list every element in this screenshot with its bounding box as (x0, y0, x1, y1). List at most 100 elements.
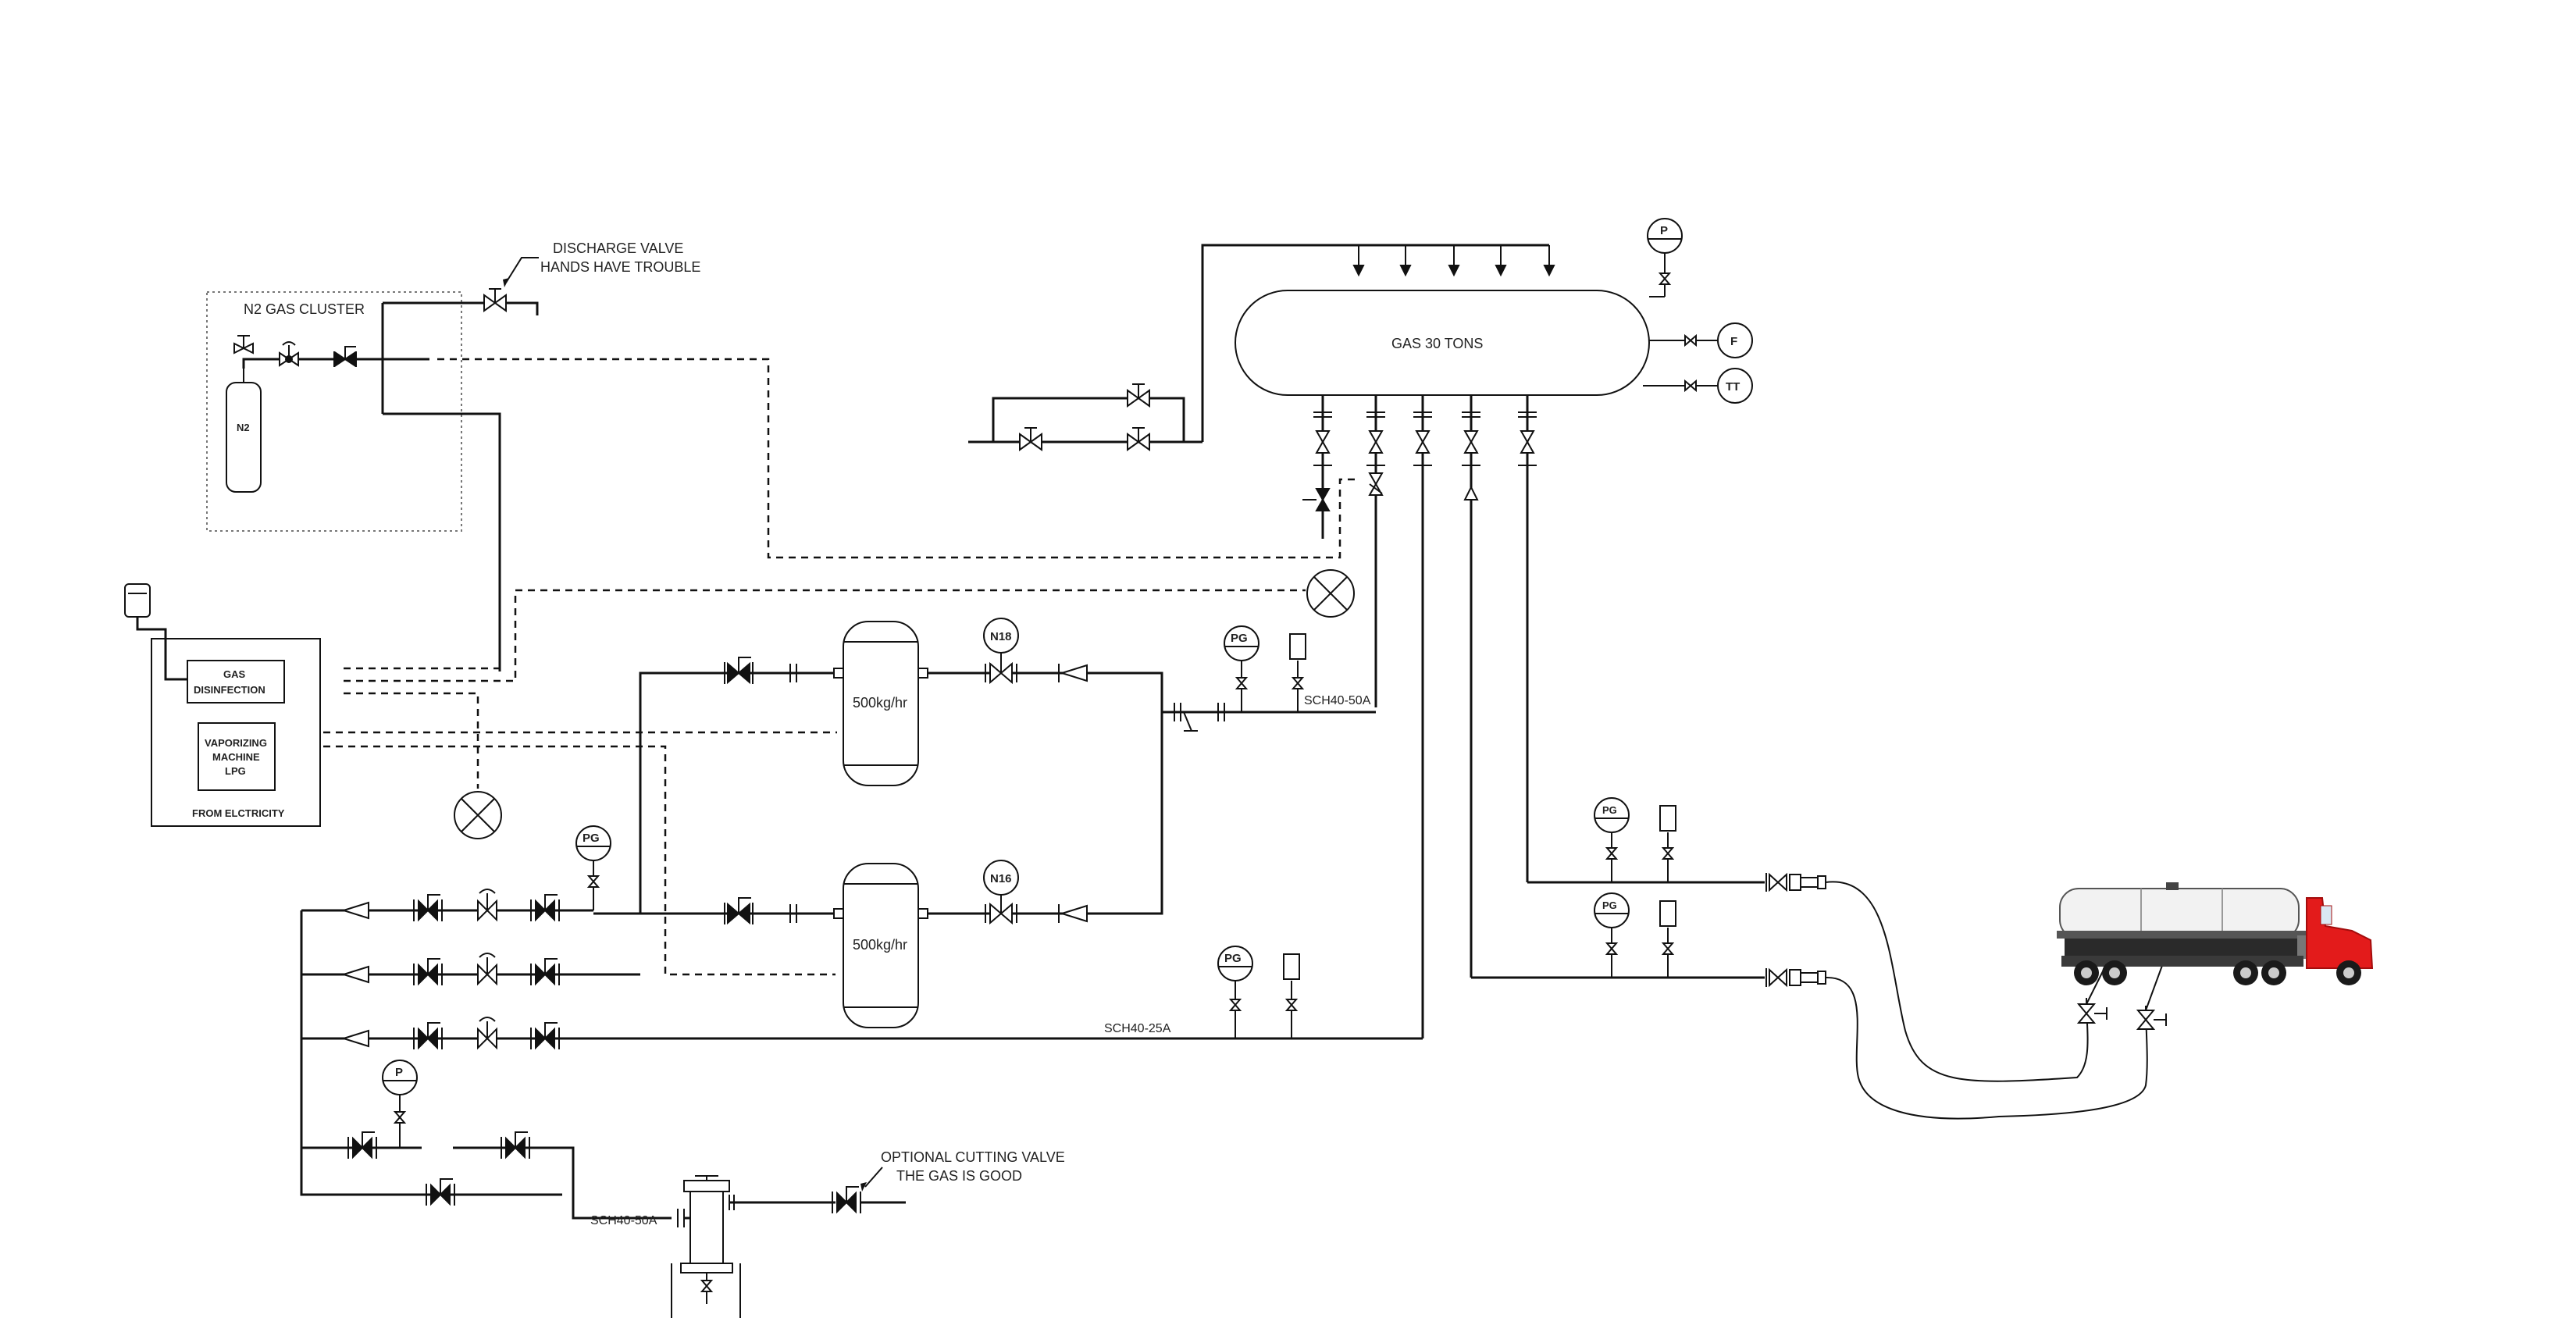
loading-lines (1471, 872, 2167, 1120)
vaporizing-line1: VAPORIZING (205, 737, 267, 749)
vaporizer-2-instrument-label: N16 (990, 872, 1012, 885)
row2-valve-c-icon[interactable] (530, 958, 560, 986)
loading-1-pg-label: PG (1602, 804, 1617, 816)
tank-temperature-instrument: TT (1643, 368, 1753, 404)
bypass-valve-2-icon[interactable] (1127, 383, 1150, 408)
loading-2-pg-label: PG (1602, 899, 1617, 911)
loading-1-connector-icon[interactable] (1765, 872, 1826, 892)
vap-out-2-valve-icon[interactable] (985, 895, 1017, 925)
emergency-lamp-icon (1306, 569, 1355, 618)
power-label: FROM ELCTRICITY (192, 807, 285, 819)
row2-valve-a-icon[interactable] (413, 958, 443, 986)
tank-top-feed (968, 244, 1555, 451)
nozzle-4 (1462, 395, 1480, 978)
row3-valve-b-icon[interactable] (477, 1017, 497, 1050)
loading-2-pg-gauge: PG (1594, 892, 1630, 978)
row5-valve-icon[interactable] (426, 1178, 455, 1206)
row1-valve-a-icon[interactable] (413, 894, 443, 922)
n2-valve-2-icon[interactable] (279, 341, 299, 367)
main-return-spec: SCH40-50A (1304, 694, 1371, 707)
row4-valve-b-icon[interactable] (501, 1131, 530, 1159)
row3-valve-c-icon[interactable] (530, 1022, 560, 1050)
indicator-light-icon (124, 583, 151, 618)
nozzle-5 (1518, 395, 1537, 882)
vaporizer-2-instrument: N16 (983, 860, 1019, 896)
optional-cutting-valve-icon[interactable] (832, 1186, 861, 1214)
nozzle-3 (1413, 395, 1432, 1038)
gas-disinfection-line2: DISINFECTION (194, 684, 265, 696)
n2-cylinder-label: N2 (237, 422, 250, 433)
return-gauge-label: PG (1231, 632, 1248, 645)
line25a-pg-label: PG (1224, 952, 1242, 965)
row1-valve-b-icon[interactable] (477, 889, 497, 922)
main-return-line: SCH40-50A (1162, 694, 1376, 732)
nozzle-1 (1302, 395, 1332, 539)
vaporizer-2-capacity: 500kg/hr (853, 937, 907, 953)
vaporizer-2: 500kg/hr (843, 863, 919, 1028)
optional-valve-note-line2: THE GAS IS GOOD (896, 1168, 1022, 1184)
n2-gas-cluster: N2 GAS CLUSTER N2 (206, 288, 539, 671)
vaporizing-line3: LPG (225, 765, 246, 777)
line25a-lamp-indicator (1283, 953, 1300, 1038)
storage-tank-label: GAS 30 TONS (1391, 336, 1483, 351)
filter-icon (671, 1175, 741, 1318)
line25a-pg-gauge: PG (1217, 946, 1253, 1038)
optional-valve-note-line1: OPTIONAL CUTTING VALVE (881, 1149, 1065, 1165)
filter-line-spec: SCH40-50A (590, 1214, 657, 1227)
tank-nozzles (1302, 395, 1537, 1038)
discharge-valve-icon[interactable] (483, 288, 507, 312)
control-panel: GAS DISINFECTION VAPORIZING MACHINE LPG … (124, 583, 321, 827)
vap-in-2-valve-icon[interactable] (724, 897, 754, 925)
hose-valve-1-icon[interactable] (2076, 960, 2109, 1024)
bypass-valve-1-icon[interactable] (1019, 427, 1042, 451)
gas-disinfection-line1: GAS (223, 668, 246, 680)
bypass-valve-3-icon[interactable] (1127, 427, 1150, 451)
discharge-valve-note: DISCHARGE VALVE HANDS HAVE TROUBLE (503, 240, 700, 287)
vap-out-2-reducer-icon (1058, 904, 1088, 923)
n2-valve-3-icon[interactable] (333, 346, 357, 367)
nozzle-2 (1366, 395, 1385, 707)
row1-valve-c-icon[interactable] (530, 894, 560, 922)
tank-pressure-label: P (1660, 224, 1668, 237)
vap-out-1-reducer-icon (1058, 664, 1088, 682)
vaporizer-1-capacity: 500kg/hr (853, 695, 907, 711)
loading-1-pg-gauge: PG (1594, 797, 1630, 882)
manifold-pg-label: PG (583, 832, 600, 845)
alarm-lamp-icon (454, 791, 502, 839)
row3-valve-a-icon[interactable] (413, 1022, 443, 1050)
loading-2-connector-icon[interactable] (1765, 967, 1826, 988)
vaporizer-1: 500kg/hr (843, 621, 919, 786)
tank-flow-label: F (1730, 335, 1737, 348)
return-pressure-gauge: PG (1224, 625, 1259, 712)
manifold-pg-gauge: PG (575, 825, 611, 910)
tank-temperature-label: TT (1726, 380, 1740, 394)
vap-in-1-valve-icon[interactable] (724, 657, 754, 685)
vaporizer-1-instrument-label: N18 (990, 630, 1012, 643)
row2-valve-b-icon[interactable] (477, 953, 497, 986)
gas-disinfection-box (187, 660, 285, 704)
optional-valve-note: OPTIONAL CUTTING VALVE THE GAS IS GOOD (860, 1149, 1065, 1192)
vaporizer-1-instrument: N18 (983, 618, 1019, 654)
return-lamp-indicator (1289, 633, 1306, 712)
manifold-p-gauge: P (382, 1060, 418, 1148)
row2-reducer-icon (340, 965, 369, 984)
row3-reducer-icon (340, 1029, 369, 1048)
vap-in-1-flange-icon (789, 664, 797, 682)
hose-valve-2-icon[interactable] (2136, 963, 2167, 1030)
row4-valve-a-icon[interactable] (347, 1131, 377, 1159)
signal-lines (273, 358, 1359, 976)
line-25a-spec: SCH40-25A (1104, 1022, 1171, 1035)
tank-pressure-instrument: P (1647, 218, 1683, 297)
loading-2-lamp-indicator (1659, 900, 1676, 978)
loading-1-lamp-indicator (1659, 805, 1676, 882)
n2-cylinder-icon: N2 (226, 369, 262, 493)
storage-tank: GAS 30 TONS (1235, 290, 1650, 396)
row1-reducer-icon (340, 901, 369, 920)
tanker-truck-icon (2057, 882, 2374, 985)
n2-cluster-title: N2 GAS CLUSTER (244, 301, 365, 317)
discharge-valve-note-line1: DISCHARGE VALVE (553, 240, 683, 256)
vap-in-2-flange-icon (789, 904, 797, 923)
vap-out-1-valve-icon[interactable] (985, 653, 1017, 685)
n2-valve-1-icon[interactable] (233, 335, 254, 354)
